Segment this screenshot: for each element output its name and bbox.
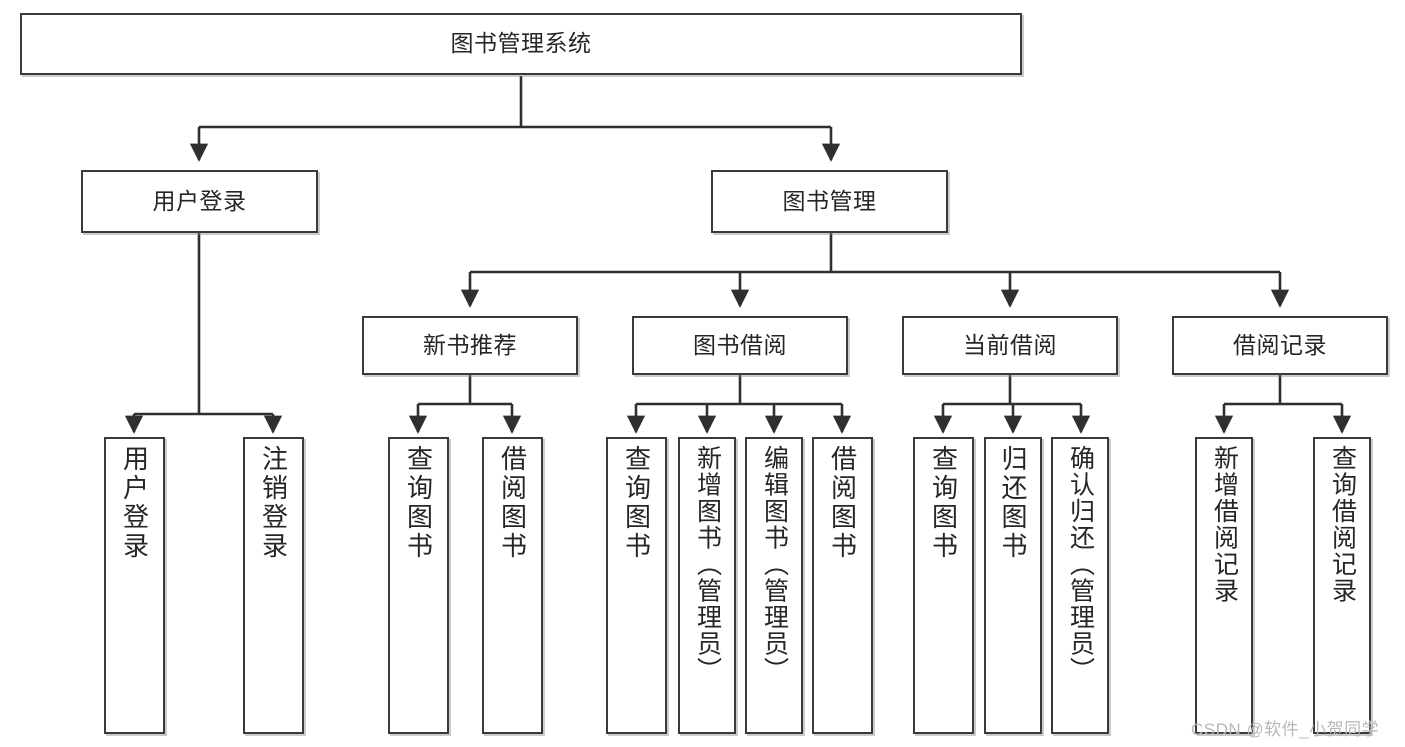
node-root-book-management-system[interactable]: 图书管理系统 <box>20 13 1022 75</box>
leaf-book-borrow-query-book[interactable]: 查询图书 <box>606 437 667 734</box>
node-label: 归还图书 <box>998 445 1028 561</box>
node-user-login[interactable]: 用户登录 <box>81 170 318 233</box>
leaf-borrow-record-query-record[interactable]: 查询借阅记录 <box>1313 437 1371 734</box>
leaf-current-borrow-confirm-return-admin[interactable]: 确认归还（管理员） <box>1051 437 1109 734</box>
node-label: 查询图书 <box>928 445 959 561</box>
csdn-watermark: CSDN @软件_小贺同学 <box>1191 720 1380 739</box>
leaf-book-borrow-edit-book-admin[interactable]: 编辑图书（管理员） <box>745 437 803 734</box>
node-label: 用户登录 <box>119 445 150 561</box>
node-new-book-recommend[interactable]: 新书推荐 <box>362 316 578 375</box>
node-label: 查询图书 <box>403 445 434 561</box>
node-book-management[interactable]: 图书管理 <box>711 170 948 233</box>
node-label: 新增借阅记录 <box>1210 445 1239 604</box>
node-label: 注销登录 <box>258 445 289 561</box>
node-book-borrow[interactable]: 图书借阅 <box>632 316 848 375</box>
leaf-user-login-login[interactable]: 用户登录 <box>104 437 165 734</box>
node-label: 查询图书 <box>621 445 652 561</box>
leaf-borrow-record-add-record[interactable]: 新增借阅记录 <box>1195 437 1253 734</box>
node-label: 查询借阅记录 <box>1328 445 1357 604</box>
node-label: 图书管理系统 <box>450 30 592 57</box>
node-label: 新增图书（管理员） <box>693 445 722 684</box>
node-label: 用户登录 <box>152 187 247 214</box>
node-label: 当前借阅 <box>963 331 1057 358</box>
node-label: 图书管理 <box>782 187 877 214</box>
node-borrow-record[interactable]: 借阅记录 <box>1172 316 1388 375</box>
leaf-user-login-logout[interactable]: 注销登录 <box>243 437 304 734</box>
node-label: 图书借阅 <box>693 331 787 358</box>
leaf-current-borrow-return-book[interactable]: 归还图书 <box>984 437 1042 734</box>
node-label: 借阅图书 <box>827 445 858 561</box>
leaf-new-book-query-book[interactable]: 查询图书 <box>388 437 449 734</box>
node-label: 新书推荐 <box>423 331 517 358</box>
leaf-new-book-borrow-book[interactable]: 借阅图书 <box>482 437 543 734</box>
node-label: 借阅图书 <box>497 445 528 561</box>
node-current-borrow[interactable]: 当前借阅 <box>902 316 1118 375</box>
leaf-book-borrow-borrow-book[interactable]: 借阅图书 <box>812 437 873 734</box>
node-label: 借阅记录 <box>1233 331 1327 358</box>
leaf-book-borrow-add-book-admin[interactable]: 新增图书（管理员） <box>678 437 736 734</box>
node-label: 编辑图书（管理员） <box>760 445 789 684</box>
leaf-current-borrow-query-book[interactable]: 查询图书 <box>913 437 974 734</box>
node-label: 确认归还（管理员） <box>1066 445 1095 684</box>
